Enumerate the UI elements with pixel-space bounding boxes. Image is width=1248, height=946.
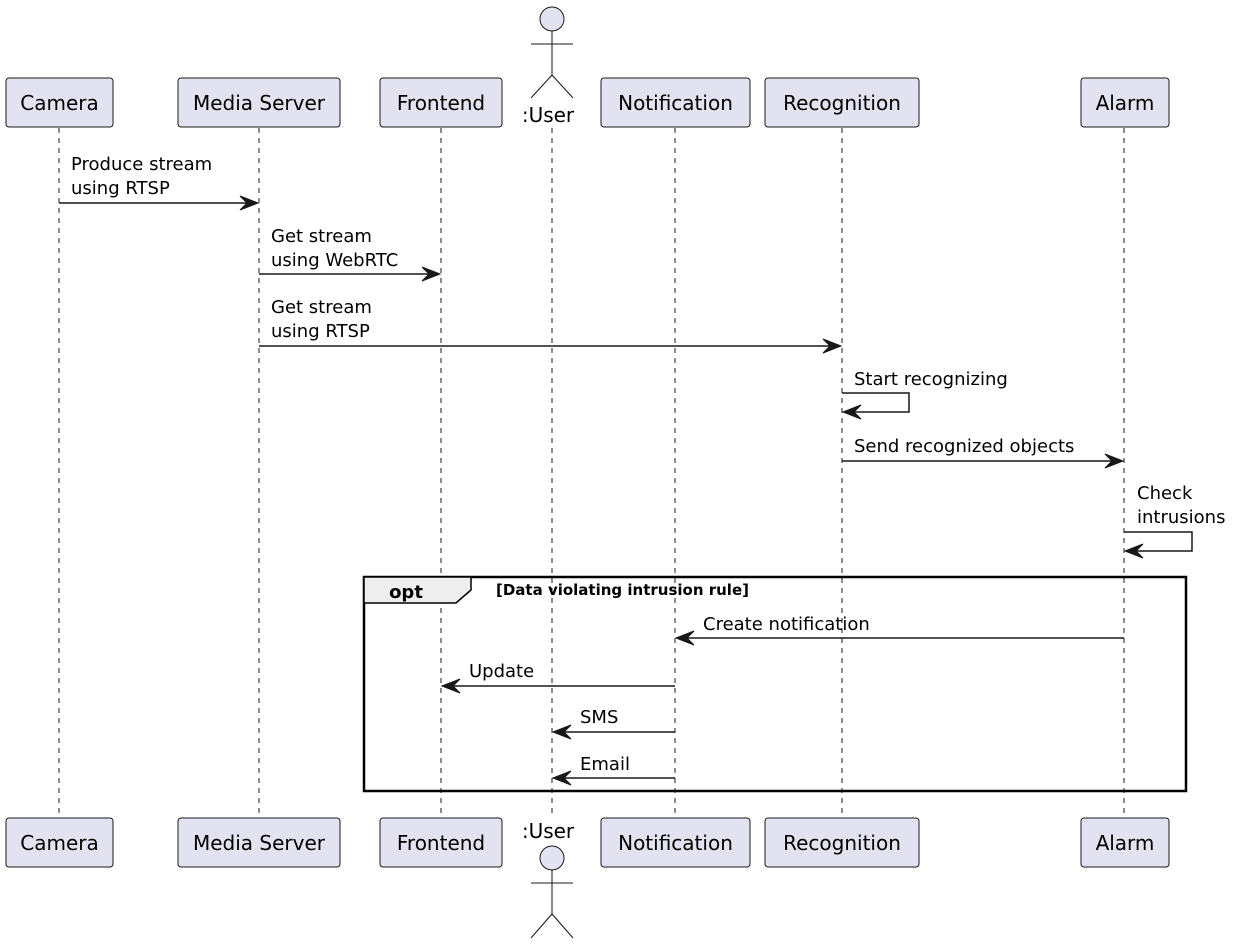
message-update: Update	[440, 661, 675, 694]
participant-alarm-bottom: Alarm	[1080, 817, 1170, 868]
participant-label: Media Server	[193, 91, 326, 115]
actor-user-top: :User	[522, 6, 575, 127]
participant-media-server-top: Media Server	[177, 77, 341, 128]
participant-frontend-top: Frontend	[379, 77, 503, 128]
actor-label: :User	[522, 103, 575, 127]
participant-recognition-top: Recognition	[764, 77, 920, 128]
message-label: Create notification	[703, 614, 870, 635]
arrow-head	[421, 266, 442, 282]
message-label: Get stream	[271, 297, 372, 318]
message-label: Email	[580, 754, 630, 775]
message-get-stream-rtsp: Get stream using RTSP	[259, 297, 843, 354]
participant-label: Recognition	[783, 831, 901, 855]
participant-label: Alarm	[1096, 91, 1155, 115]
participant-notification-bottom: Notification	[600, 817, 751, 868]
arrow-head	[1123, 543, 1144, 559]
message-label: SMS	[580, 707, 618, 728]
participant-label: Notification	[618, 831, 733, 855]
participant-label: Alarm	[1096, 831, 1155, 855]
opt-guard: [Data violating intrusion rule]	[496, 581, 749, 599]
message-label: using RTSP	[71, 178, 170, 199]
arrow-head	[440, 678, 461, 694]
message-label: using RTSP	[271, 321, 370, 342]
participant-alarm-top: Alarm	[1080, 77, 1170, 128]
message-label: Produce stream	[71, 154, 212, 175]
actor-user-bottom: :User	[522, 819, 575, 939]
participant-recognition-bottom: Recognition	[764, 817, 920, 868]
participant-label: Frontend	[397, 91, 485, 115]
participant-notification-top: Notification	[600, 77, 751, 128]
arrow-head	[1104, 453, 1125, 469]
arrow-head	[551, 724, 572, 740]
participant-label: Media Server	[193, 831, 326, 855]
opt-fragment: opt [Data violating intrusion rule]	[362, 575, 1188, 793]
participant-camera-top: Camera	[5, 77, 114, 128]
message-label: using WebRTC	[271, 250, 398, 271]
message-start-recognizing: Start recognizing	[841, 369, 1008, 420]
message-produce-stream: Produce stream using RTSP	[59, 154, 260, 211]
participant-label: Recognition	[783, 91, 901, 115]
arrow-head	[822, 338, 843, 354]
participant-label: Notification	[618, 91, 733, 115]
opt-keyword: opt	[389, 582, 423, 603]
message-email: Email	[551, 754, 675, 786]
message-get-stream-webrtc: Get stream using WebRTC	[259, 226, 442, 282]
message-send-recognized-objects: Send recognized objects	[842, 436, 1125, 469]
message-create-notification: Create notification	[674, 614, 1124, 646]
message-label: Update	[469, 661, 534, 682]
message-check-intrusions: Check intrusions	[1123, 483, 1225, 559]
arrow-head	[239, 195, 260, 211]
arrow-head	[841, 404, 862, 420]
participant-label: Camera	[20, 831, 99, 855]
participant-label: Camera	[20, 91, 99, 115]
message-label: Check	[1137, 483, 1193, 504]
arrow-head	[674, 630, 695, 646]
actor-icon	[539, 845, 565, 871]
actor-icon	[539, 6, 565, 32]
participant-label: Frontend	[397, 831, 485, 855]
message-label: intrusions	[1137, 507, 1225, 528]
message-label: Send recognized objects	[854, 436, 1074, 457]
participant-camera-bottom: Camera	[5, 817, 114, 868]
participant-frontend-bottom: Frontend	[379, 817, 503, 868]
message-label: Start recognizing	[854, 369, 1008, 390]
actor-label: :User	[522, 819, 575, 843]
arrow-head	[551, 770, 572, 786]
participant-media-server-bottom: Media Server	[177, 817, 341, 868]
opt-tab	[363, 576, 472, 604]
message-sms: SMS	[551, 707, 675, 740]
message-label: Get stream	[271, 226, 372, 247]
